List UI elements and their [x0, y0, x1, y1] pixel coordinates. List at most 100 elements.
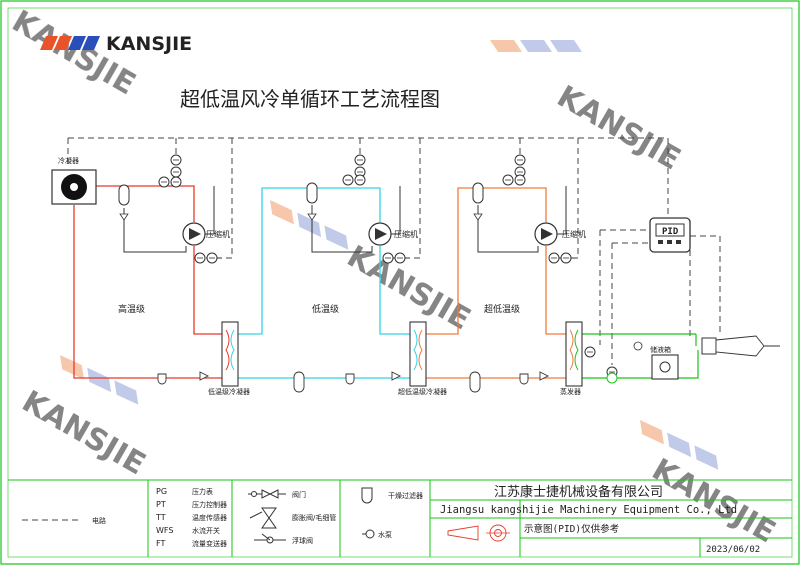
pressure-gauge-icon	[170, 154, 182, 166]
legend-line-label: 电路	[92, 516, 106, 525]
drawing-inner-frame	[7, 7, 793, 558]
watermark-stripes	[490, 40, 582, 52]
low-stage-refrigerant-lines	[236, 187, 410, 379]
watermark-stripes	[270, 200, 349, 250]
float-valve-icon	[254, 533, 286, 544]
evaporator: 蒸发器	[560, 321, 583, 396]
compressor-icon	[189, 228, 201, 240]
pressure-gauge-icon	[354, 174, 366, 186]
company-name-cn: 江苏康士捷机械设备有限公司	[494, 484, 663, 500]
pid-controller: PID	[649, 217, 691, 253]
pump-icon	[715, 335, 765, 357]
legend-abbrev-desc: 温度传感器	[192, 513, 227, 522]
pressure-gauge-icon	[194, 252, 206, 264]
pressure-gauge-icon	[382, 252, 394, 264]
pressure-gauge-icon	[170, 176, 182, 188]
legend-symbol-desc: 阀门	[292, 490, 306, 499]
legend-abbrev-code: TT	[155, 513, 166, 522]
pressure-gauge-icon	[548, 252, 560, 264]
water-loop-lines	[582, 333, 699, 379]
watermark-stripes	[60, 355, 139, 405]
compressor-low: 压缩机	[368, 222, 418, 246]
watermark-text: KANSJIE	[341, 239, 476, 337]
ultra-stage-refrigerant-lines	[426, 187, 566, 379]
title-block-grid	[8, 479, 792, 557]
watermark-layer: KANSJIE KANSJIE KANSJIE KANSJIE KANSJIE	[6, 4, 781, 550]
expansion-valve-icon	[539, 371, 550, 381]
liquid-receiver-low	[306, 182, 318, 204]
watermark-stripes	[640, 420, 719, 470]
circulation-pump-assembly	[701, 335, 780, 357]
air-cooled-condenser: 冷凝器	[51, 156, 97, 205]
legend-abbrev-code: PG	[156, 487, 167, 496]
drawing-date: 2023/06/02	[706, 545, 760, 555]
pressure-gauge-icon	[584, 346, 596, 358]
legend-abbreviations: PG 压力表 PT 压力控制器 TT 温度传感器 WFS 水流开关 FT 流量变…	[155, 487, 227, 548]
valve-icon	[248, 489, 286, 499]
legend-abbrev-code: PT	[156, 500, 166, 509]
condenser-label: 冷凝器	[58, 156, 79, 165]
liquid-receiver-ultra	[472, 182, 484, 204]
compressor-high: 压缩机	[182, 222, 230, 246]
compressor-label: 压缩机	[562, 229, 586, 239]
pressure-gauge-icon	[514, 174, 526, 186]
pressure-gauge-icon	[560, 252, 572, 264]
sight-glass-icon	[519, 373, 529, 385]
logo-stripe-blue	[68, 36, 86, 50]
filter-driers	[157, 371, 529, 393]
stage-label-high: 高温级	[118, 303, 145, 315]
stage-label-low: 低温级	[312, 303, 339, 315]
valve-icon	[307, 213, 317, 221]
watermark-text: KANSJIE	[551, 79, 686, 177]
legend-equipment: 干燥过滤器 水泵	[361, 487, 423, 539]
company-name-en: Jiangsu kangshijie Machinery Equipment C…	[440, 504, 737, 516]
gauge-cluster-high	[158, 154, 218, 264]
water-instruments	[584, 341, 643, 384]
cascade-exchanger-low: 低温级冷凝器	[208, 321, 250, 396]
sight-glass-icon	[157, 373, 167, 385]
sight-glass-icon	[345, 373, 355, 385]
ultra-stage-piping	[477, 186, 576, 259]
legend-abbrev-desc: 流量变送器	[192, 539, 227, 548]
high-stage-refrigerant-lines	[73, 185, 228, 379]
company-logo: KANSJIE	[40, 33, 192, 55]
cascade-exchanger-ultra: 超低温级冷凝器	[398, 321, 447, 396]
expansion-valves	[199, 371, 550, 381]
legend-abbrev-code: WFS	[156, 526, 173, 535]
filter-drier-icon	[361, 487, 373, 504]
filter-drier-icon	[293, 371, 305, 393]
pressure-gauge-icon	[394, 252, 406, 264]
legend-abbrev-desc: 压力控制器	[192, 500, 227, 509]
water-tank: 储液箱	[650, 345, 679, 380]
compressor-label: 压缩机	[394, 229, 418, 239]
filter-drier-icon	[469, 371, 481, 393]
compressor-label: 压缩机	[206, 229, 230, 239]
pressure-gauge-icon	[514, 154, 526, 166]
compressor-icon	[541, 228, 553, 240]
pump-icon	[365, 529, 375, 539]
tank-label: 储液箱	[650, 345, 671, 354]
logo-stripe-blue	[82, 36, 100, 50]
valve-icon	[119, 213, 129, 221]
stage-label-ultra: 超低温级	[484, 303, 520, 315]
pressure-gauge-icon	[158, 176, 170, 188]
pressure-gauge-icon	[206, 252, 218, 264]
pid-display: PID	[662, 227, 679, 237]
legend-abbrev-desc: 压力表	[192, 487, 213, 496]
pressure-gauge-icon	[502, 174, 514, 186]
legend-abbrev-desc: 水流开关	[192, 526, 220, 535]
diagram-title: 超低温风冷单循环工艺流程图	[180, 87, 440, 111]
pressure-gauge-icon	[170, 166, 182, 178]
evaporator-label: 蒸发器	[560, 387, 581, 396]
gauge-cluster-ultra	[502, 154, 572, 264]
legend-symbol-desc: 浮球阀	[292, 536, 313, 545]
legend-symbols: 阀门 膨胀阀/毛细管 浮球阀	[248, 489, 336, 545]
cascade-ultra-label: 超低温级冷凝器	[398, 387, 447, 396]
compressor-icon	[375, 228, 387, 240]
liquid-receiver-high	[118, 184, 130, 206]
temperature-sensor-icon	[633, 341, 643, 351]
pressure-gauge-icon	[342, 174, 354, 186]
legend-symbol-desc: 膨胀阀/毛细管	[292, 513, 336, 522]
